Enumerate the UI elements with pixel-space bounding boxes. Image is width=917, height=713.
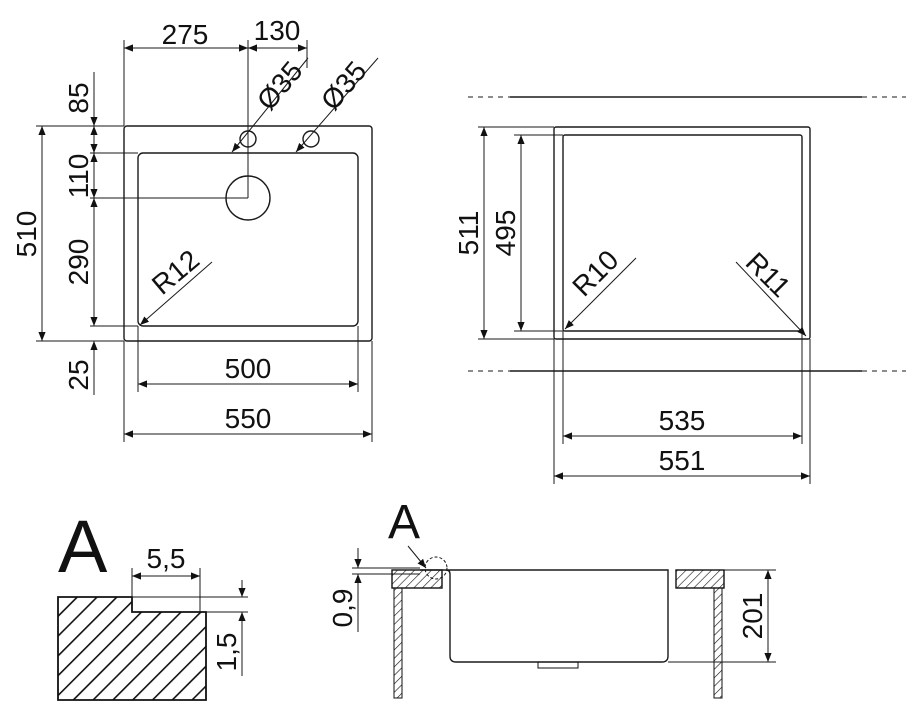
- dim-110: 110: [63, 154, 94, 199]
- sink-section-profile: [420, 569, 669, 663]
- dim-85: 85: [63, 82, 94, 113]
- cabinet-wall-right: [713, 587, 723, 699]
- dim-535: 535: [659, 405, 706, 436]
- dim-495: 495: [490, 210, 521, 257]
- dim-1-5: 1,5: [211, 633, 242, 672]
- section-view: A 0,9 201: [327, 496, 776, 699]
- dim-r10: R10: [566, 244, 624, 302]
- cutout-inner: [562, 134, 803, 332]
- dim-phi35-a: Ø35: [251, 55, 309, 115]
- dim-phi35-b: Ø35: [315, 55, 373, 115]
- dim-r12: R12: [146, 244, 205, 301]
- dim-500: 500: [225, 353, 272, 384]
- dim-25: 25: [63, 359, 94, 390]
- dim-510: 510: [11, 211, 42, 258]
- dim-290: 290: [63, 239, 94, 286]
- top-view: 275 130 Ø35 Ø35 85 110 510 290 R12 25 50…: [11, 15, 379, 442]
- countertop-right: [675, 569, 725, 589]
- cutout-outer: [553, 126, 811, 340]
- tap-hole-2: [302, 130, 320, 148]
- section-a-label: A: [388, 496, 420, 549]
- cabinet-wall-left: [393, 587, 403, 699]
- detail-a: A 5,5 1,5: [57, 505, 248, 701]
- dim-130: 130: [254, 15, 301, 46]
- dim-5-5: 5,5: [147, 543, 186, 574]
- dim-550: 550: [225, 403, 272, 434]
- dim-275: 275: [162, 19, 209, 50]
- countertop-left: [391, 569, 443, 589]
- dim-511: 511: [453, 211, 484, 256]
- detail-a-section: [57, 596, 207, 701]
- dim-r11: R11: [740, 246, 797, 303]
- dim-551: 551: [659, 445, 706, 476]
- detail-a-label: A: [58, 505, 108, 588]
- dim-201: 201: [737, 593, 768, 640]
- drain-outlet: [537, 661, 579, 669]
- cutout-view: 511 495 R10 R11 535 551: [453, 96, 906, 484]
- dim-0-9: 0,9: [327, 589, 358, 628]
